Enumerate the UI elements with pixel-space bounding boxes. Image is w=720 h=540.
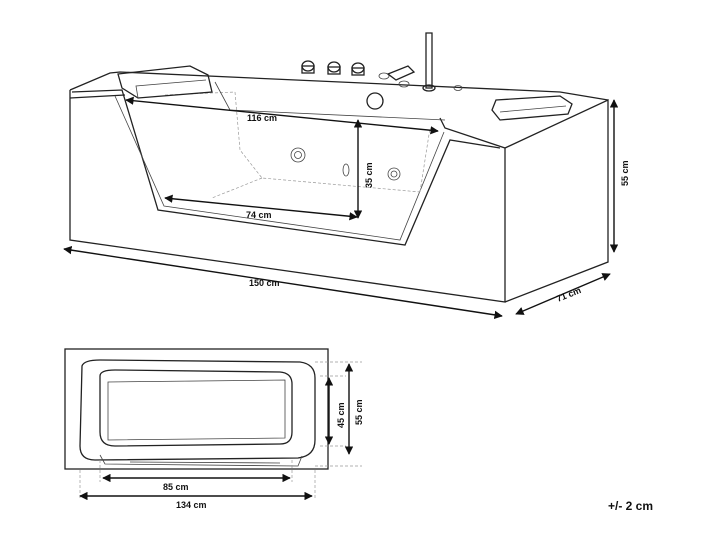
dim-label-74: 74 cm bbox=[246, 210, 272, 220]
plan-front-step bbox=[99, 454, 303, 467]
faucet-icon bbox=[386, 32, 436, 92]
jet-icon bbox=[342, 163, 350, 177]
dim-label-45: 45 cm bbox=[336, 402, 346, 428]
tolerance-note: +/- 2 cm bbox=[608, 499, 653, 513]
dim-label-71: 71 cm bbox=[555, 285, 582, 304]
tub-front-window bbox=[71, 89, 501, 246]
dim-line-150 bbox=[63, 245, 503, 320]
dim-line-116 bbox=[125, 96, 439, 135]
tub-front-window-inner bbox=[114, 95, 445, 241]
plan-projection-lines bbox=[79, 361, 362, 500]
dim-label-134: 134 cm bbox=[176, 500, 207, 510]
dim-label-116: 116 cm bbox=[247, 113, 277, 123]
tub-3d-view: 116 cm 74 cm 35 cm 150 cm 71 cm 55 cm bbox=[63, 32, 630, 320]
dim-label-35: 35 cm bbox=[364, 162, 374, 188]
jet-icon bbox=[290, 147, 306, 163]
tub-plan-view: 85 cm 134 cm 45 cm 55 cm bbox=[64, 348, 364, 510]
dim-label-150: 150 cm bbox=[249, 278, 280, 288]
drain-icon bbox=[366, 92, 384, 110]
dim-line-71 bbox=[515, 273, 611, 315]
dim-label-55-height: 55 cm bbox=[620, 160, 630, 186]
plan-basin-inner bbox=[107, 379, 286, 441]
plan-rim bbox=[79, 359, 316, 461]
headrest-icon bbox=[491, 95, 573, 121]
headrest-icon bbox=[117, 65, 213, 99]
dim-label-55-plan: 55 cm bbox=[354, 399, 364, 425]
dim-line-74 bbox=[164, 194, 358, 221]
control-knobs bbox=[301, 60, 463, 91]
tub-top-rim bbox=[69, 71, 609, 101]
plan-outer-rect bbox=[64, 348, 329, 470]
tub-inner-basin bbox=[164, 91, 431, 199]
dim-label-85: 85 cm bbox=[163, 482, 189, 492]
plan-basin bbox=[99, 369, 293, 447]
jet-icon bbox=[387, 167, 401, 181]
